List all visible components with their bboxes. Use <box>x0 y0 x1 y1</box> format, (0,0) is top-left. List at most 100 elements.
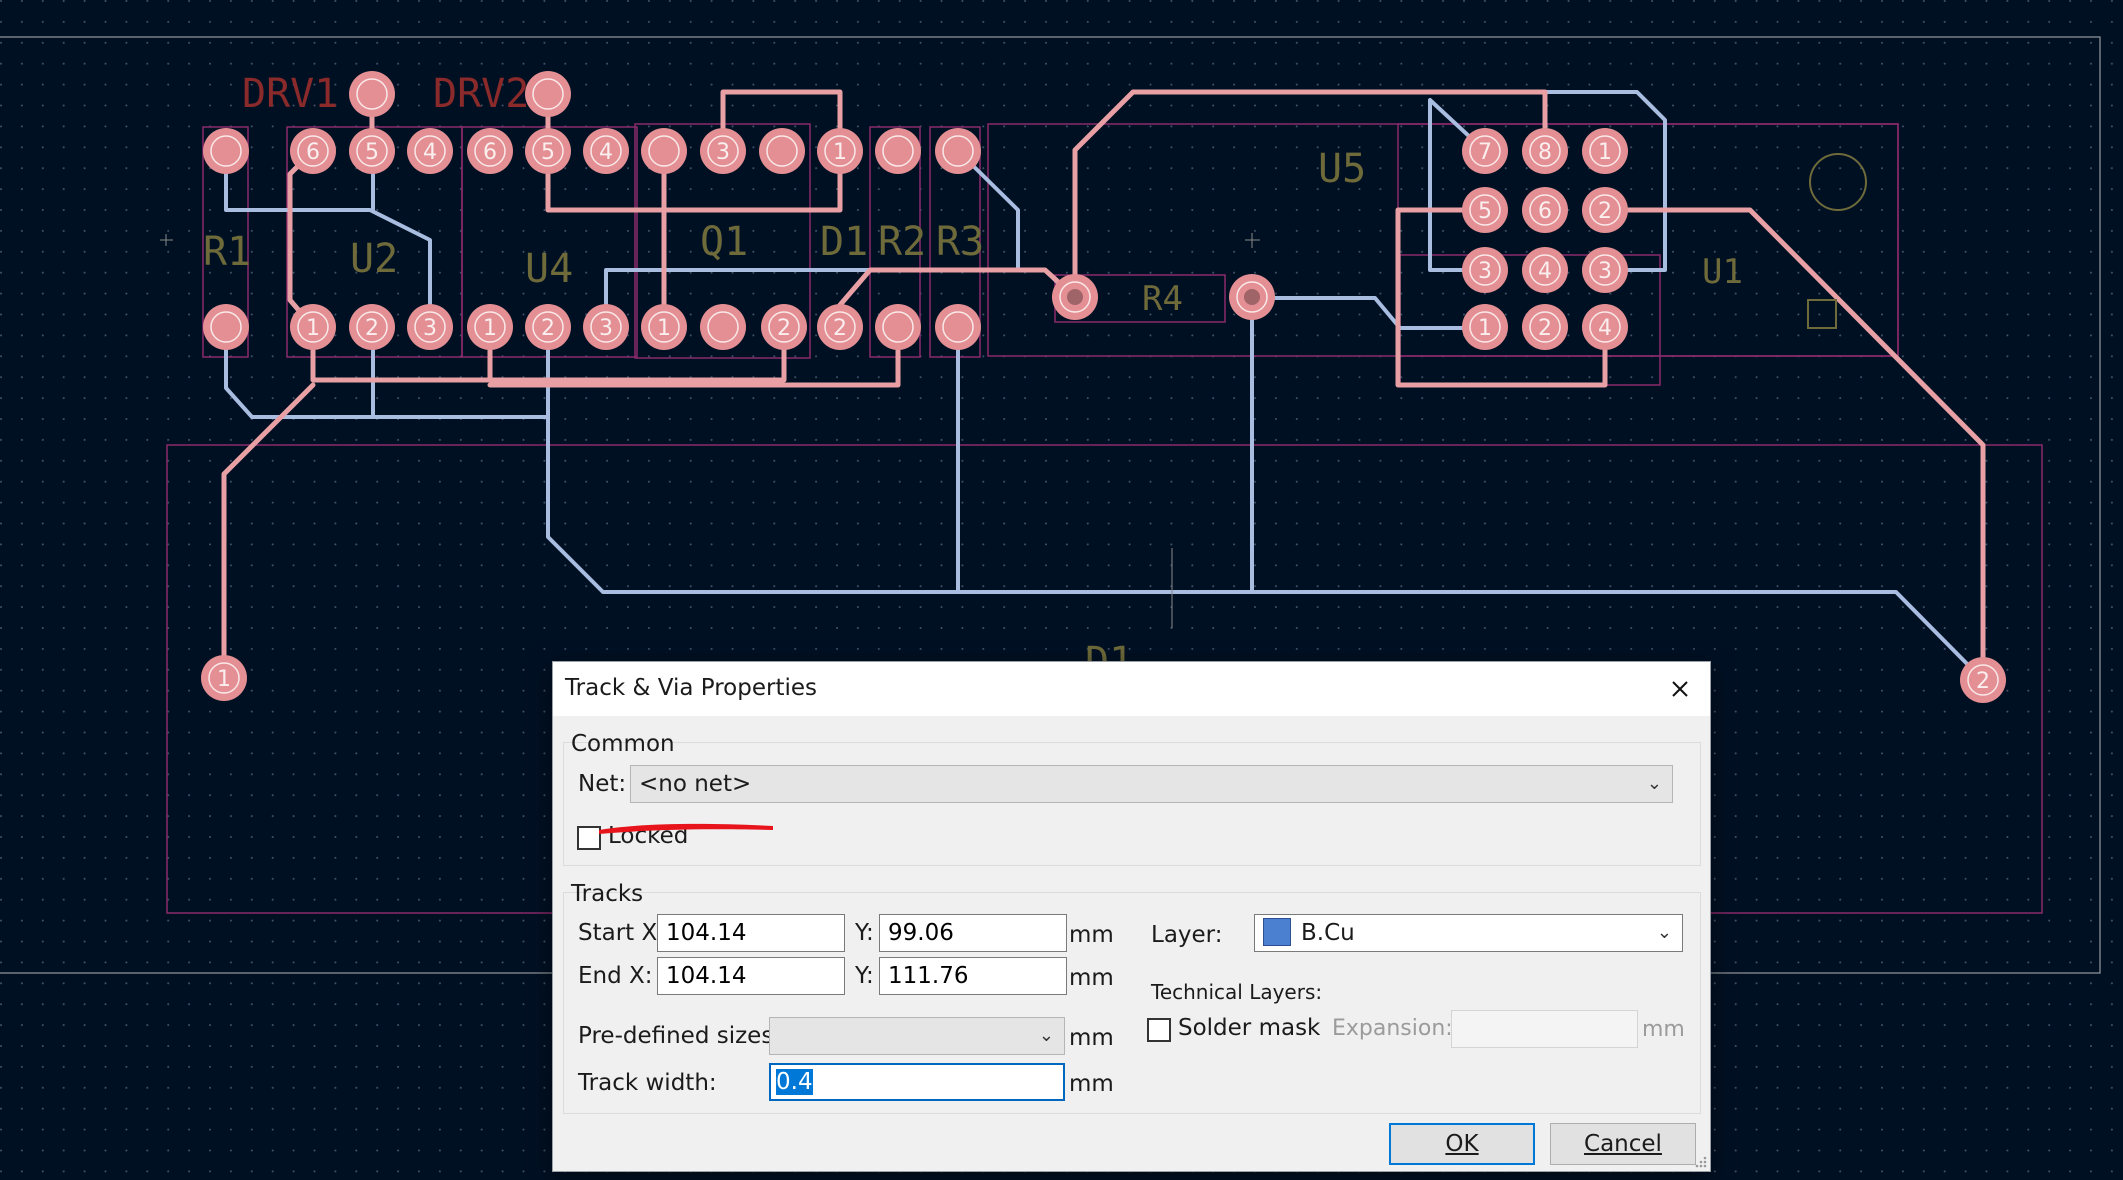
pad[interactable] <box>875 128 921 174</box>
cancel-button-label: Cancel <box>1584 1131 1662 1157</box>
pad[interactable] <box>935 128 981 174</box>
pad[interactable] <box>1522 187 1568 233</box>
pad-drill <box>1067 289 1083 305</box>
locked-checkbox[interactable] <box>577 826 601 850</box>
net-select[interactable]: <no net> ⌄ <box>630 765 1673 803</box>
cancel-button[interactable]: Cancel <box>1550 1123 1696 1165</box>
pad[interactable] <box>525 304 571 350</box>
pad[interactable] <box>203 304 249 350</box>
pad[interactable] <box>407 128 453 174</box>
end-y-field[interactable]: 111.76 <box>879 957 1067 995</box>
end-unit-label: mm <box>1069 965 1114 991</box>
pad-number: 2 <box>541 316 555 341</box>
tracks-group-label: Tracks <box>571 881 644 907</box>
close-button[interactable] <box>1658 668 1702 710</box>
pad[interactable] <box>1960 657 2006 703</box>
pad[interactable] <box>700 128 746 174</box>
pad-hole <box>1589 254 1621 286</box>
pad[interactable] <box>583 304 629 350</box>
end-x-label: End X: <box>578 963 653 989</box>
pad-number: 2 <box>1976 669 1990 694</box>
pad[interactable] <box>525 128 571 174</box>
pad[interactable] <box>1462 304 1508 350</box>
close-icon <box>1672 681 1688 697</box>
pad[interactable] <box>1522 304 1568 350</box>
common-panel <box>563 742 1701 866</box>
pad-number: 5 <box>1478 199 1492 224</box>
pad[interactable] <box>349 304 395 350</box>
pad[interactable] <box>290 304 336 350</box>
track-via-properties-dialog: Track & Via Properties Common Net: <no n… <box>552 661 1711 1172</box>
pad[interactable] <box>467 128 513 174</box>
solder-mask-checkbox[interactable] <box>1147 1018 1171 1042</box>
common-group-label: Common <box>571 731 675 757</box>
pad-hole <box>942 311 974 343</box>
pad-number: 4 <box>1598 316 1612 341</box>
pad-number: 5 <box>365 140 379 165</box>
predefined-unit-label: mm <box>1069 1025 1114 1051</box>
pad-drill <box>1244 289 1260 305</box>
pad[interactable] <box>467 304 513 350</box>
pad[interactable] <box>201 655 247 701</box>
track-width-label: Track width: <box>578 1070 717 1096</box>
pad[interactable] <box>290 128 336 174</box>
end-y-label: Y: <box>855 963 874 989</box>
pad-number: 3 <box>1598 259 1612 284</box>
start-y-field[interactable]: 99.06 <box>879 914 1067 952</box>
resize-grip-icon[interactable] <box>1694 1155 1708 1169</box>
ok-button[interactable]: OK <box>1389 1123 1535 1165</box>
pad-hole <box>824 311 856 343</box>
pad-hole <box>474 311 506 343</box>
pad[interactable] <box>1522 128 1568 174</box>
front-copper-tracks <box>221 89 1986 683</box>
pad[interactable] <box>759 128 805 174</box>
ref-u2: U2 <box>350 236 398 282</box>
pad[interactable] <box>1582 128 1628 174</box>
track-width-field[interactable]: 0.4 <box>769 1063 1065 1101</box>
pad-hole <box>1529 194 1561 226</box>
pad[interactable] <box>817 304 863 350</box>
pad-hole <box>768 311 800 343</box>
layer-select[interactable]: B.Cu ⌄ <box>1254 914 1683 952</box>
pad[interactable] <box>641 128 687 174</box>
pad[interactable] <box>1522 247 1568 293</box>
pad-number: 1 <box>833 140 847 165</box>
pad[interactable] <box>407 304 453 350</box>
pad-number: 4 <box>1538 259 1552 284</box>
pad-hole <box>1469 311 1501 343</box>
pad[interactable] <box>817 128 863 174</box>
pad-hole <box>1469 135 1501 167</box>
pad-hole <box>532 78 564 110</box>
pad[interactable] <box>203 128 249 174</box>
pad[interactable] <box>935 304 981 350</box>
pad[interactable] <box>1582 247 1628 293</box>
pad[interactable] <box>349 71 395 117</box>
pad[interactable] <box>875 304 921 350</box>
predefined-sizes-select[interactable]: ⌄ <box>769 1017 1065 1055</box>
end-x-field[interactable]: 104.14 <box>657 957 845 995</box>
pad-hole <box>1529 311 1561 343</box>
expansion-label: Expansion: <box>1332 1016 1453 1041</box>
pad[interactable] <box>761 304 807 350</box>
pad-number: 2 <box>777 316 791 341</box>
pad[interactable] <box>583 128 629 174</box>
pad-number: 2 <box>833 316 847 341</box>
pad[interactable] <box>641 304 687 350</box>
pad[interactable] <box>1582 304 1628 350</box>
pad[interactable] <box>1462 247 1508 293</box>
technical-layers-label: Technical Layers: <box>1151 980 1323 1004</box>
expansion-field[interactable] <box>1451 1010 1638 1048</box>
start-x-field[interactable]: 104.14 <box>657 914 845 952</box>
pad-hole <box>707 135 739 167</box>
pad[interactable] <box>1462 187 1508 233</box>
pad-hole <box>1236 281 1268 313</box>
pad[interactable] <box>1582 187 1628 233</box>
pad[interactable] <box>700 304 746 350</box>
pad-hole <box>297 135 329 167</box>
ref-q1: Q1 <box>700 219 748 265</box>
pad[interactable] <box>349 128 395 174</box>
pad[interactable] <box>525 71 571 117</box>
pad[interactable] <box>1462 128 1508 174</box>
